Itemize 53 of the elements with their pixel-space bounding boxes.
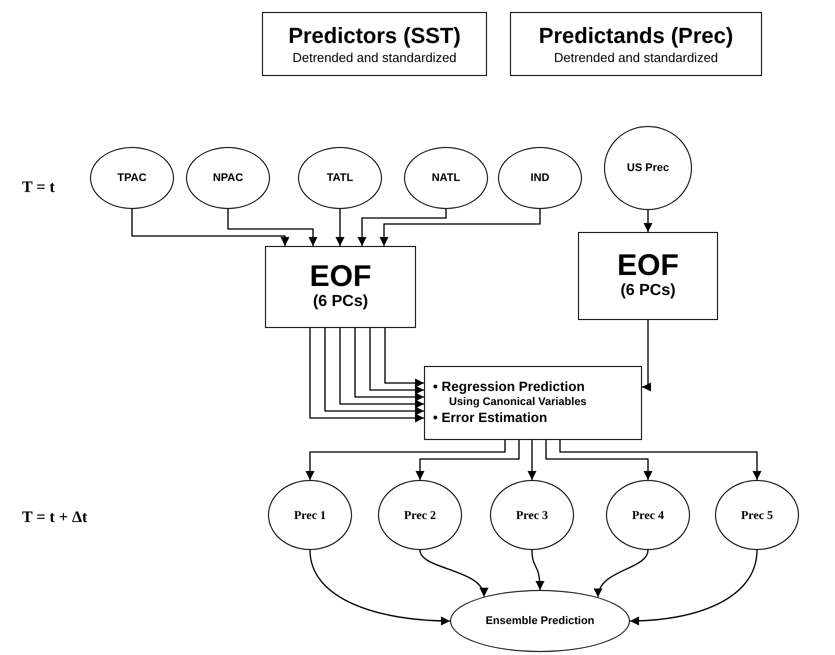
- node-text: Predictors (SST): [288, 22, 461, 50]
- arrow: [419, 550, 487, 597]
- node-text: TATL: [326, 170, 354, 186]
- node-text: EOF: [617, 251, 679, 281]
- arrow: [380, 209, 541, 246]
- subtitle-text: Detrended and standardized: [292, 50, 457, 66]
- node-text: Prec 4: [632, 507, 664, 524]
- arrow: [336, 209, 344, 246]
- arrow: [306, 440, 506, 480]
- node-text: US Prec: [626, 160, 670, 176]
- arrow: [630, 550, 758, 626]
- node-text: Using Canonical Variables: [448, 396, 587, 410]
- arrow: [644, 210, 652, 232]
- node-text: NPAC: [212, 170, 244, 186]
- arrow: [594, 550, 649, 598]
- node-text: Prec 2: [404, 507, 436, 524]
- node-text: NATL: [432, 170, 460, 186]
- arrow: [384, 328, 424, 388]
- header-box: [510, 12, 762, 76]
- arrow: [642, 320, 651, 392]
- node-text: TPAC: [117, 170, 147, 186]
- node-text: EOF: [310, 262, 372, 292]
- arrow: [358, 209, 447, 246]
- arrow: [416, 440, 520, 480]
- subtitle-text: Detrended and standardized: [554, 50, 718, 66]
- node-text: • Regression Prediction: [433, 379, 585, 396]
- node-text: Predictands (Prec): [538, 22, 734, 50]
- node-text: Prec 1: [294, 507, 326, 524]
- node-text: Ensemble Prediction: [486, 614, 594, 629]
- node-text: IND: [530, 170, 550, 186]
- header-box: [262, 12, 487, 76]
- arrow: [339, 328, 424, 408]
- arrow: [528, 440, 536, 480]
- process-box: [424, 366, 642, 440]
- node-text: (6 PCs): [620, 281, 676, 301]
- arrow: [559, 440, 762, 480]
- arrow: [131, 209, 290, 246]
- arrow: [369, 328, 424, 394]
- process-box: [265, 246, 416, 328]
- node-text: Prec 3: [516, 507, 548, 524]
- arrow: [309, 328, 424, 422]
- arrow: [545, 440, 652, 480]
- arrow: [227, 209, 318, 246]
- arrow: [324, 328, 424, 416]
- arrow: [531, 550, 544, 590]
- process-box: [578, 232, 718, 320]
- time-label: T = t + Δt: [22, 508, 88, 528]
- node-text: Prec 5: [740, 507, 774, 524]
- node-text: • Error Estimation: [433, 410, 548, 427]
- time-label: T = t: [22, 178, 55, 198]
- arrow: [354, 328, 424, 402]
- arrow: [309, 550, 450, 626]
- node-text: (6 PCs): [312, 292, 368, 312]
